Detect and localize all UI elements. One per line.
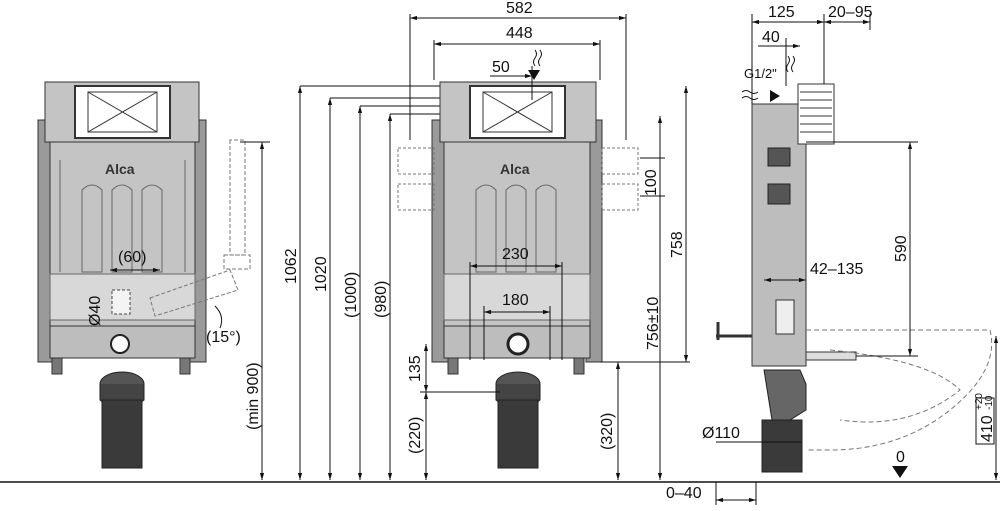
dim-756: 756±10 [645,297,662,350]
dim-125: 125 [768,4,795,21]
dim-230: 230 [502,246,529,263]
dim-582: 582 [506,0,533,17]
middle-frame-view [397,81,639,469]
brand-logo-left: Alca [105,161,135,177]
dim-410-tol-plus: +20 [974,393,985,410]
dim-42-135: 42–135 [810,261,863,278]
dim-410-tol-minus: -10 [984,395,995,410]
dim-135: 135 [407,355,424,382]
dim-980: (980) [373,281,390,318]
dim-590: 590 [893,235,910,262]
dim-410: 410 [979,415,996,442]
dim-20-95: 20–95 [828,4,873,21]
dim-1020: 1020 [313,256,330,292]
dim-1000: (1000) [343,272,360,318]
dim-180: 180 [502,292,529,309]
dim-angle15: (15°) [206,329,241,346]
level-zero: 0 [896,449,905,466]
dim-50: 50 [492,59,510,76]
dim-40: 40 [762,29,780,46]
side-view [716,83,993,473]
dim-220: (220) [407,417,424,454]
dim-diam40: Ø40 [87,296,104,326]
label-g12: G1/2" [744,66,777,81]
dim-320: (320) [599,413,616,450]
brand-logo-middle: Alca [500,161,530,177]
dim-diam110: Ø110 [702,425,740,442]
dim-758: 758 [669,231,686,258]
dim-448: 448 [506,25,533,42]
dim-min900: (min 900) [245,362,262,430]
dim-100: 100 [643,169,660,196]
dim-60: (60) [118,249,146,266]
dim-1062: 1062 [283,248,300,284]
left-frame-view [37,81,251,469]
dim-0-40: 0–40 [666,485,702,502]
